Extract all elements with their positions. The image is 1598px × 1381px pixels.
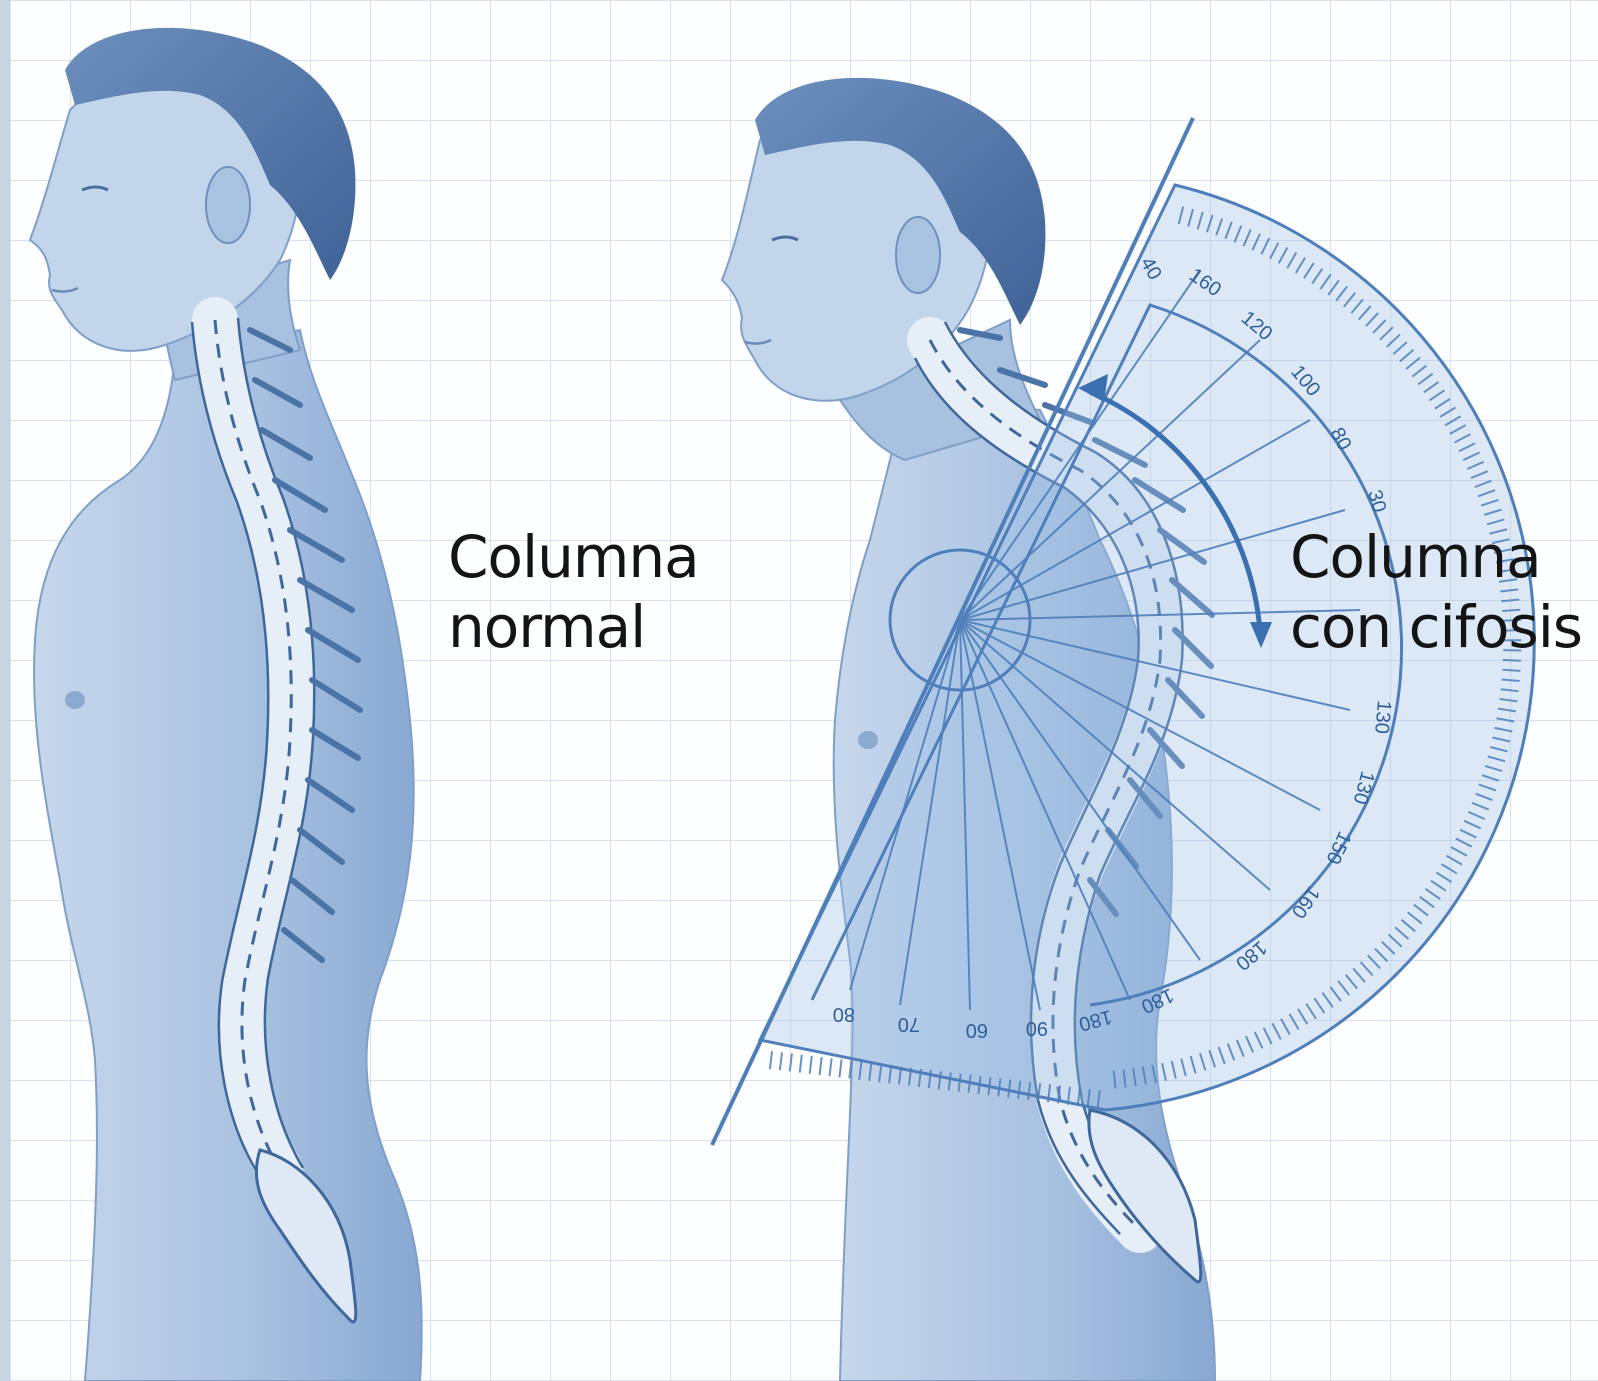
protractor-number: 90 [1026, 1017, 1048, 1039]
ear-normal [206, 167, 250, 243]
protractor-number: 80 [833, 1003, 855, 1025]
ear-kyphosis [896, 217, 940, 293]
label-kyphosis-spine: Columna con cifosis [1290, 522, 1582, 662]
label-normal-line2: normal [448, 592, 699, 662]
protractor-number: 130 [1370, 700, 1395, 735]
label-kyphosis-line2: con cifosis [1290, 592, 1582, 662]
label-normal-spine: Columna normal [448, 522, 699, 662]
protractor-number: 70 [898, 1013, 920, 1035]
label-normal-line1: Columna [448, 522, 699, 592]
protractor-number: 60 [966, 1019, 988, 1041]
label-kyphosis-line1: Columna [1290, 522, 1582, 592]
